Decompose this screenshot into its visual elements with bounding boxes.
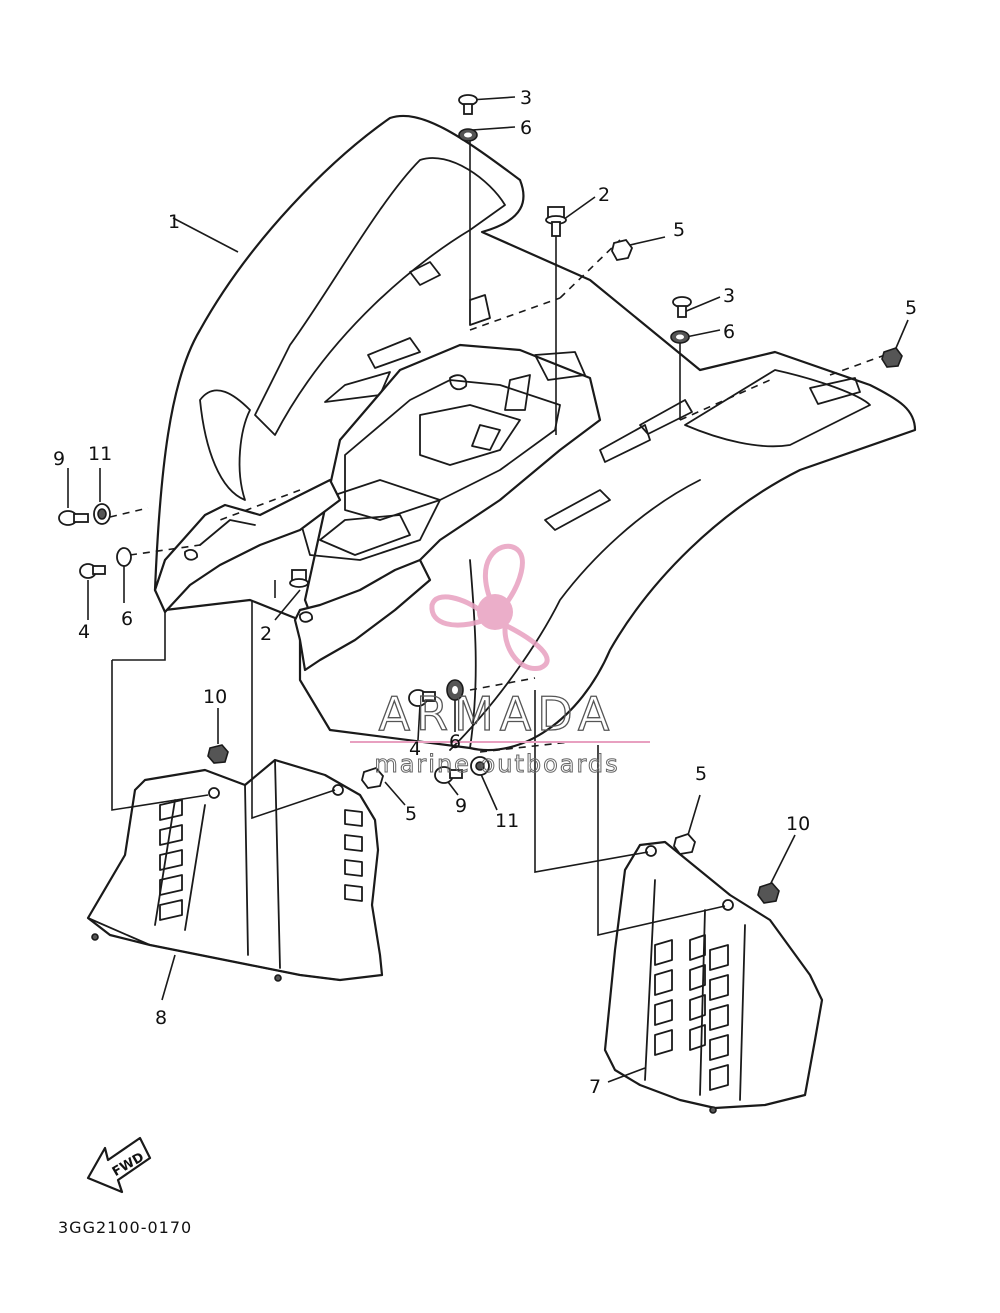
part-label-6-right: 6 bbox=[723, 321, 735, 343]
part-label-5-top: 5 bbox=[673, 219, 685, 241]
screw-9-left bbox=[58, 510, 89, 526]
part-number-labels: 1 3 6 2 5 3 6 5 9 11 4 6 2 10 4 6 5 9 11… bbox=[53, 87, 917, 1098]
screw-4-left bbox=[79, 563, 106, 579]
part-label-10-left: 10 bbox=[203, 686, 227, 708]
part-label-11-center: 11 bbox=[495, 810, 519, 832]
left-mud-flap bbox=[86, 758, 384, 982]
part-label-4-center: 4 bbox=[409, 738, 421, 760]
nut-10-left bbox=[207, 744, 229, 764]
part-label-2-lower: 2 bbox=[260, 623, 272, 645]
part-label-11-left: 11 bbox=[88, 443, 112, 465]
washer-6-left bbox=[116, 547, 132, 567]
washer-6-right bbox=[670, 330, 690, 344]
part-label-5-left-flap: 5 bbox=[405, 803, 417, 825]
screw-4-center bbox=[408, 689, 436, 707]
nut-5-right-flap bbox=[673, 832, 697, 855]
watermark-brand: ARMADA bbox=[379, 687, 616, 741]
watermark: ARMADA marine outboards bbox=[350, 543, 650, 779]
part-label-2-top: 2 bbox=[598, 184, 610, 206]
nut-5-left-flap bbox=[361, 766, 385, 789]
part-label-9-center: 9 bbox=[455, 795, 467, 817]
part-label-5-right-flap: 5 bbox=[695, 763, 707, 785]
connector-lines bbox=[109, 239, 886, 937]
drawing-code: 3GG2100-0170 bbox=[58, 1218, 192, 1237]
bolt-2-top bbox=[545, 206, 567, 237]
screw-3-top bbox=[458, 94, 478, 115]
washer-6-top bbox=[458, 128, 478, 142]
forward-direction-arrow: FWD bbox=[86, 1136, 152, 1194]
washer-6-center bbox=[446, 679, 464, 701]
leader-lines bbox=[67, 96, 909, 1083]
part-label-3-top: 3 bbox=[520, 87, 532, 109]
fasteners bbox=[58, 94, 903, 904]
nut-5-top bbox=[611, 238, 634, 262]
nut-5-far-right bbox=[881, 347, 903, 368]
part-label-3-right: 3 bbox=[723, 285, 735, 307]
propeller-logo bbox=[429, 543, 550, 671]
right-mud-flap bbox=[603, 840, 824, 1114]
part-label-10-right-flap: 10 bbox=[786, 813, 810, 835]
screw-3-right bbox=[672, 296, 692, 318]
part-label-4-left: 4 bbox=[78, 621, 90, 643]
part-label-6-center: 6 bbox=[449, 731, 461, 753]
part-label-9-left: 9 bbox=[53, 448, 65, 470]
washer-11-center bbox=[470, 756, 490, 776]
rear-fender bbox=[153, 114, 917, 752]
part-label-8: 8 bbox=[155, 1007, 167, 1029]
nut-10-right-flap bbox=[757, 882, 780, 904]
washer-11-left bbox=[93, 503, 111, 525]
part-label-1: 1 bbox=[168, 211, 180, 233]
part-label-6-top: 6 bbox=[520, 117, 532, 139]
bolt-2-lower bbox=[289, 569, 309, 588]
part-label-7: 7 bbox=[589, 1076, 601, 1098]
screw-9-center bbox=[434, 766, 463, 784]
watermark-tagline: marine outboards bbox=[374, 750, 619, 778]
part-label-5-far-right: 5 bbox=[905, 297, 917, 319]
part-label-6-left: 6 bbox=[121, 608, 133, 630]
